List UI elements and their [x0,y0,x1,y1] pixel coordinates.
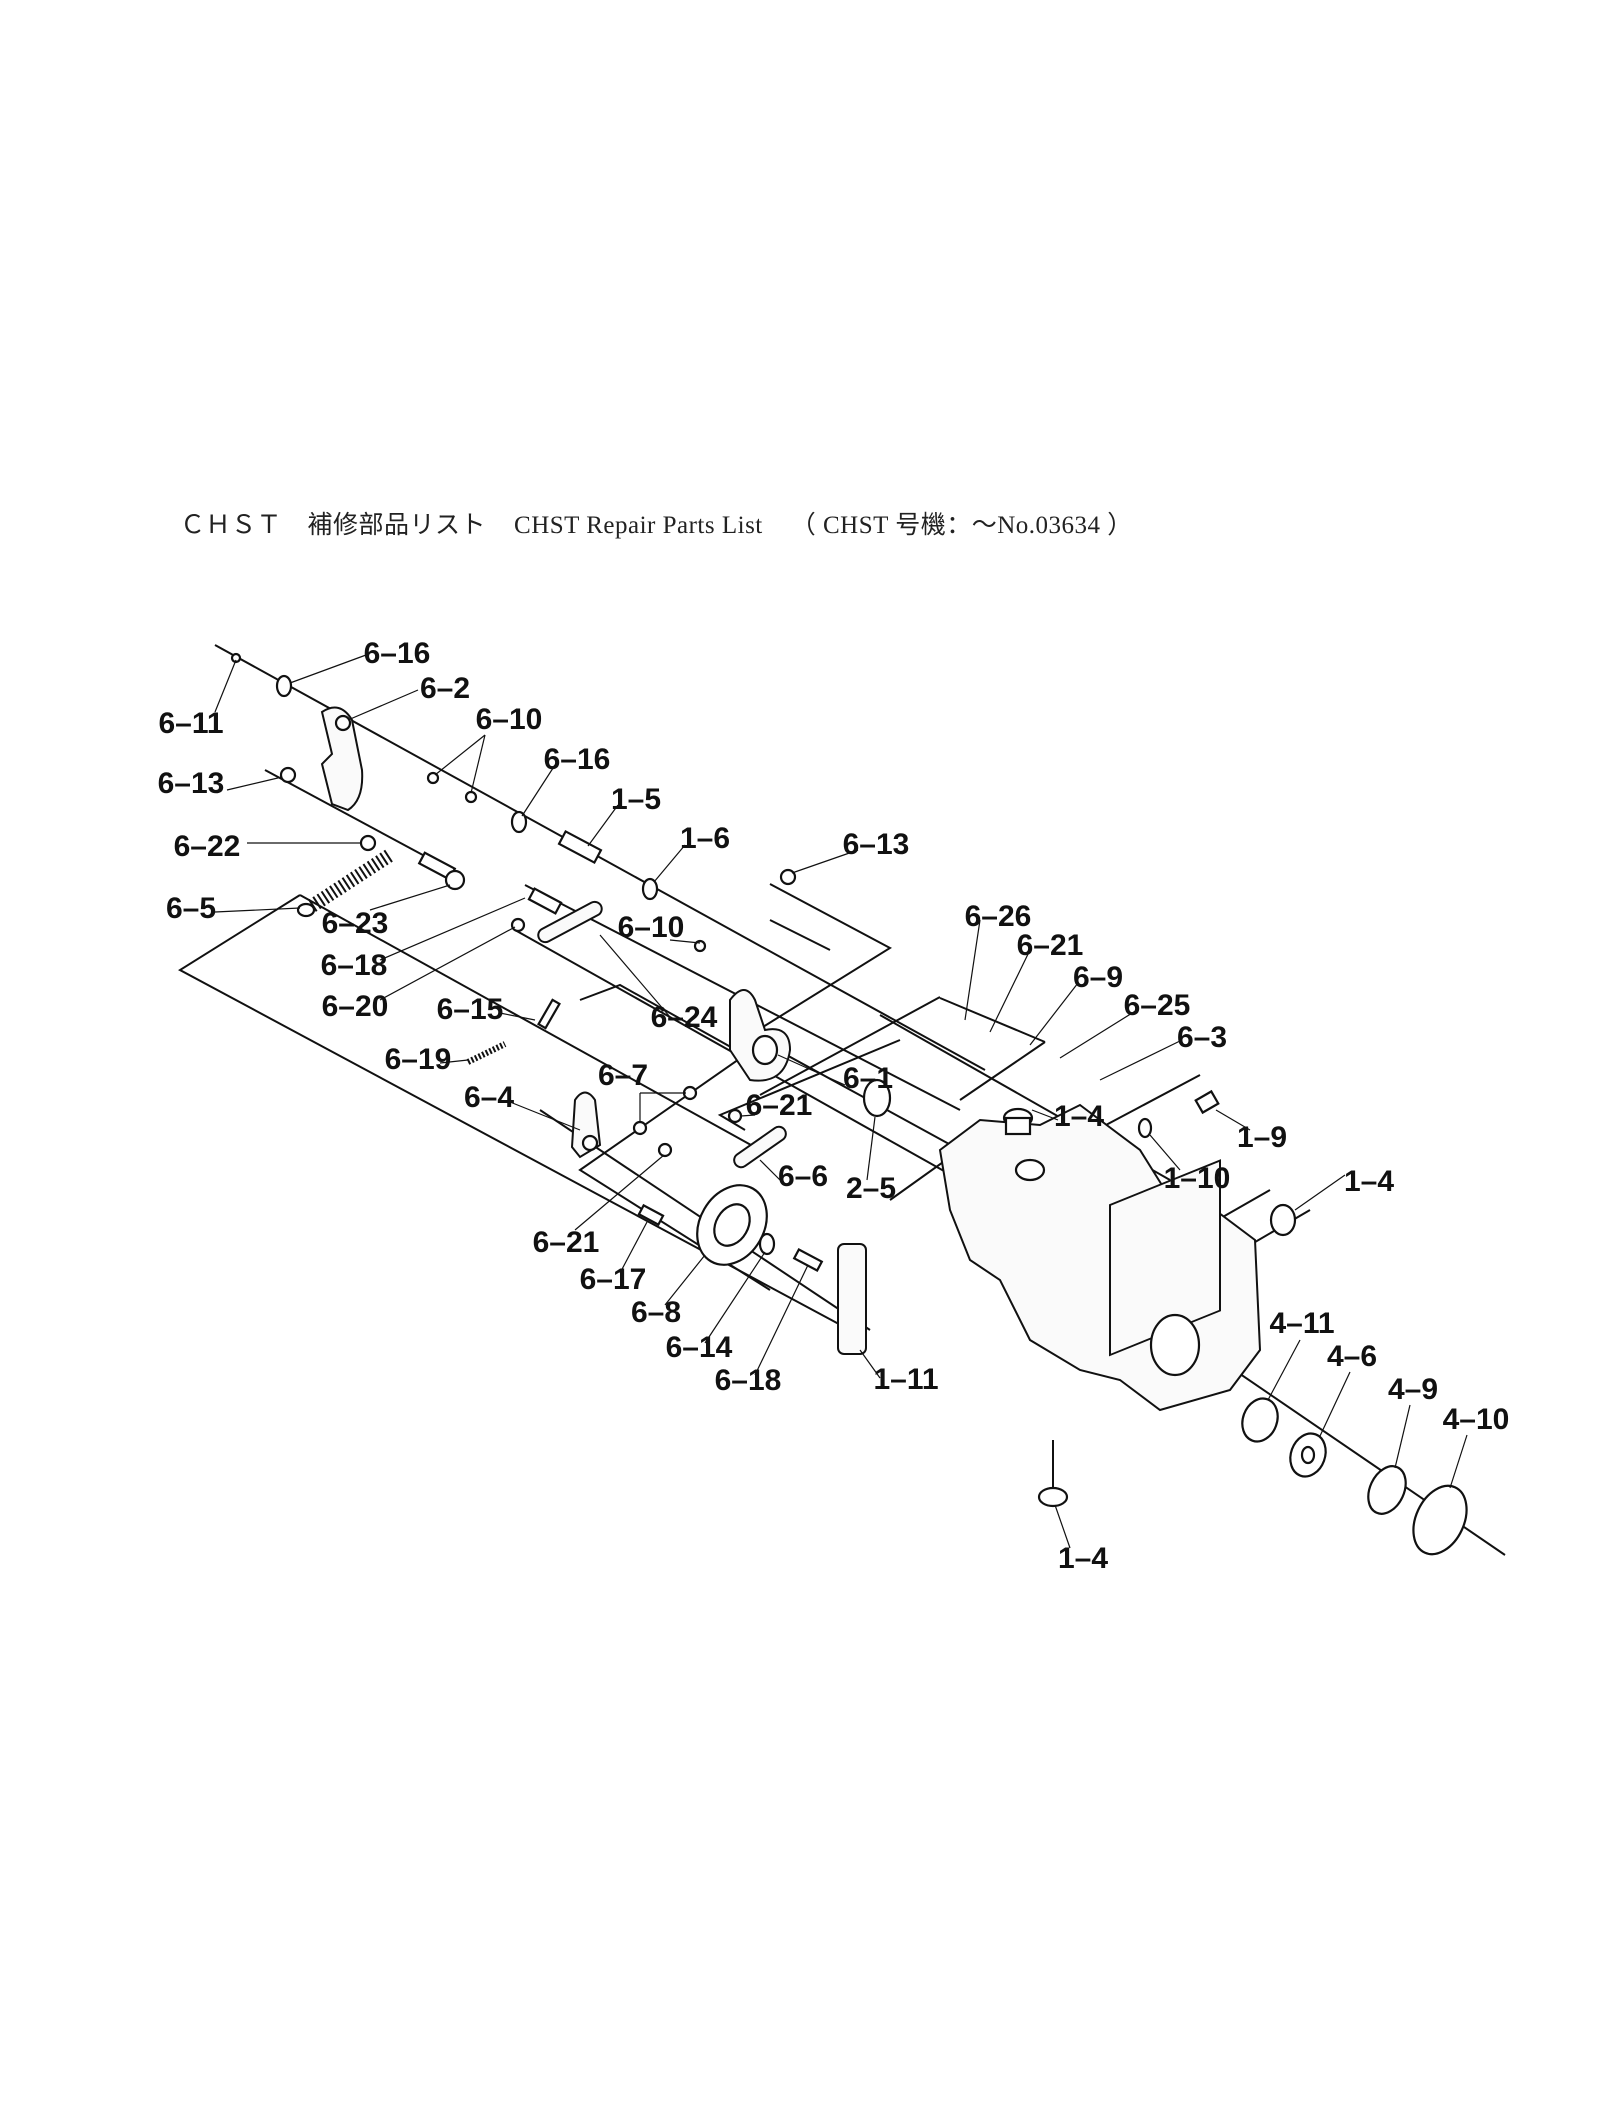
part-label: 1–4 [1054,1100,1104,1133]
part-label: 6–18 [715,1364,782,1397]
part-label: 6–25 [1124,989,1191,1022]
leader-lines [214,654,1468,1549]
part-label: 4–9 [1388,1373,1438,1406]
part-label: 6–20 [322,990,389,1023]
plug-1-4c [1037,1486,1069,1508]
collar-6-10c [693,939,707,953]
bolt-6-18a [527,887,563,915]
part-label: 6–4 [464,1081,514,1114]
e-clip-6-11 [230,652,242,664]
part-label: 6–13 [158,767,225,800]
collar-6-10b [464,790,478,804]
part-label: 4–11 [1269,1307,1334,1340]
part-label: 1–6 [680,822,730,855]
collar-6-7b [632,1120,648,1136]
part-label: 6–24 [651,1001,718,1034]
part-label: 6–22 [174,830,241,863]
spring-6-5 [308,849,394,912]
part-label: 1–10 [1164,1162,1231,1195]
part-label: 6–13 [843,828,910,861]
bolt-6-17 [637,1203,665,1227]
axis-lines [178,644,1506,1556]
link-6-24 [537,900,603,944]
part-label: 1–4 [1058,1542,1108,1575]
part-label: 1–11 [873,1363,938,1396]
title-range: （ CHST 号機：～No.03634 ） [790,512,1133,539]
part-label: 6–16 [544,743,611,776]
part-label: 6–18 [321,949,388,982]
seal-2-5 [862,1078,892,1118]
part-label: 6–3 [1177,1021,1227,1054]
pin-1-5 [557,829,603,865]
nut-6-13a [279,766,297,784]
lever-6-1 [729,989,792,1082]
part-label: 6–15 [437,993,504,1026]
pin-6-15 [537,998,561,1030]
collar-6-21a [727,1108,743,1124]
part-label: 6–21 [533,1226,600,1259]
bolt-6-18b [792,1247,824,1273]
parts [230,652,1468,1556]
part-label: 6–21 [746,1089,813,1122]
part-label: 6–17 [580,1263,647,1296]
collar-6-21b [657,1142,673,1158]
link-6-6 [733,1125,787,1169]
washer-1-10 [1137,1117,1153,1139]
part-label: 6–9 [1073,961,1123,994]
bolt-1-9 [1194,1089,1220,1115]
part-label: 6–23 [322,907,389,940]
part-label: 6–10 [476,703,543,736]
part-label: 1–4 [1344,1165,1394,1198]
washer-1-6 [641,877,659,901]
o-ring-4-10 [1412,1484,1468,1556]
part-label: 6–5 [166,892,216,925]
part-label: 6–10 [618,911,685,944]
nut-6-20 [510,917,526,933]
part-label: 1–9 [1237,1121,1287,1154]
arm-6-2 [320,706,364,812]
part-label: 6–19 [385,1043,452,1076]
nut-6-13b [779,868,797,886]
part-label: 6–26 [965,900,1032,933]
plug-1-4b [1269,1203,1297,1237]
page-title: ＣＨＳＴ 補修部品リスト CHST Repair Parts List （ CHST… [180,505,1161,541]
part-label: 4–6 [1327,1340,1377,1373]
nut-6-22 [359,834,377,852]
pin-6-19 [466,1041,507,1065]
washer-6-16b [510,810,528,834]
washer-6-16a [275,674,293,698]
part-label: 6–11 [158,707,223,740]
title-jp: ＣＨＳＴ 補修部品リスト [180,512,487,539]
flange-bore [1149,1313,1201,1377]
part-label: 6–16 [364,637,431,670]
snap-ring-4-9 [1367,1465,1407,1515]
bracket-1-11 [837,1243,867,1355]
washer-6-14 [758,1232,776,1256]
part-label: 1–5 [611,783,661,816]
collar-6-10a [426,771,440,785]
part-label: 6–8 [631,1296,681,1329]
part-label: 6–2 [420,672,470,705]
part-label: 4–10 [1443,1403,1510,1436]
part-label: 6–14 [666,1331,733,1364]
part-label: 2–5 [846,1172,896,1205]
part-label: 6–6 [778,1160,828,1193]
part-label: 6–7 [598,1059,648,1092]
ring-4-11 [1241,1397,1279,1443]
part-label: 6–21 [1017,929,1084,962]
title-en: CHST Repair Parts List [514,512,763,539]
part-label: 6–1 [843,1062,893,1095]
